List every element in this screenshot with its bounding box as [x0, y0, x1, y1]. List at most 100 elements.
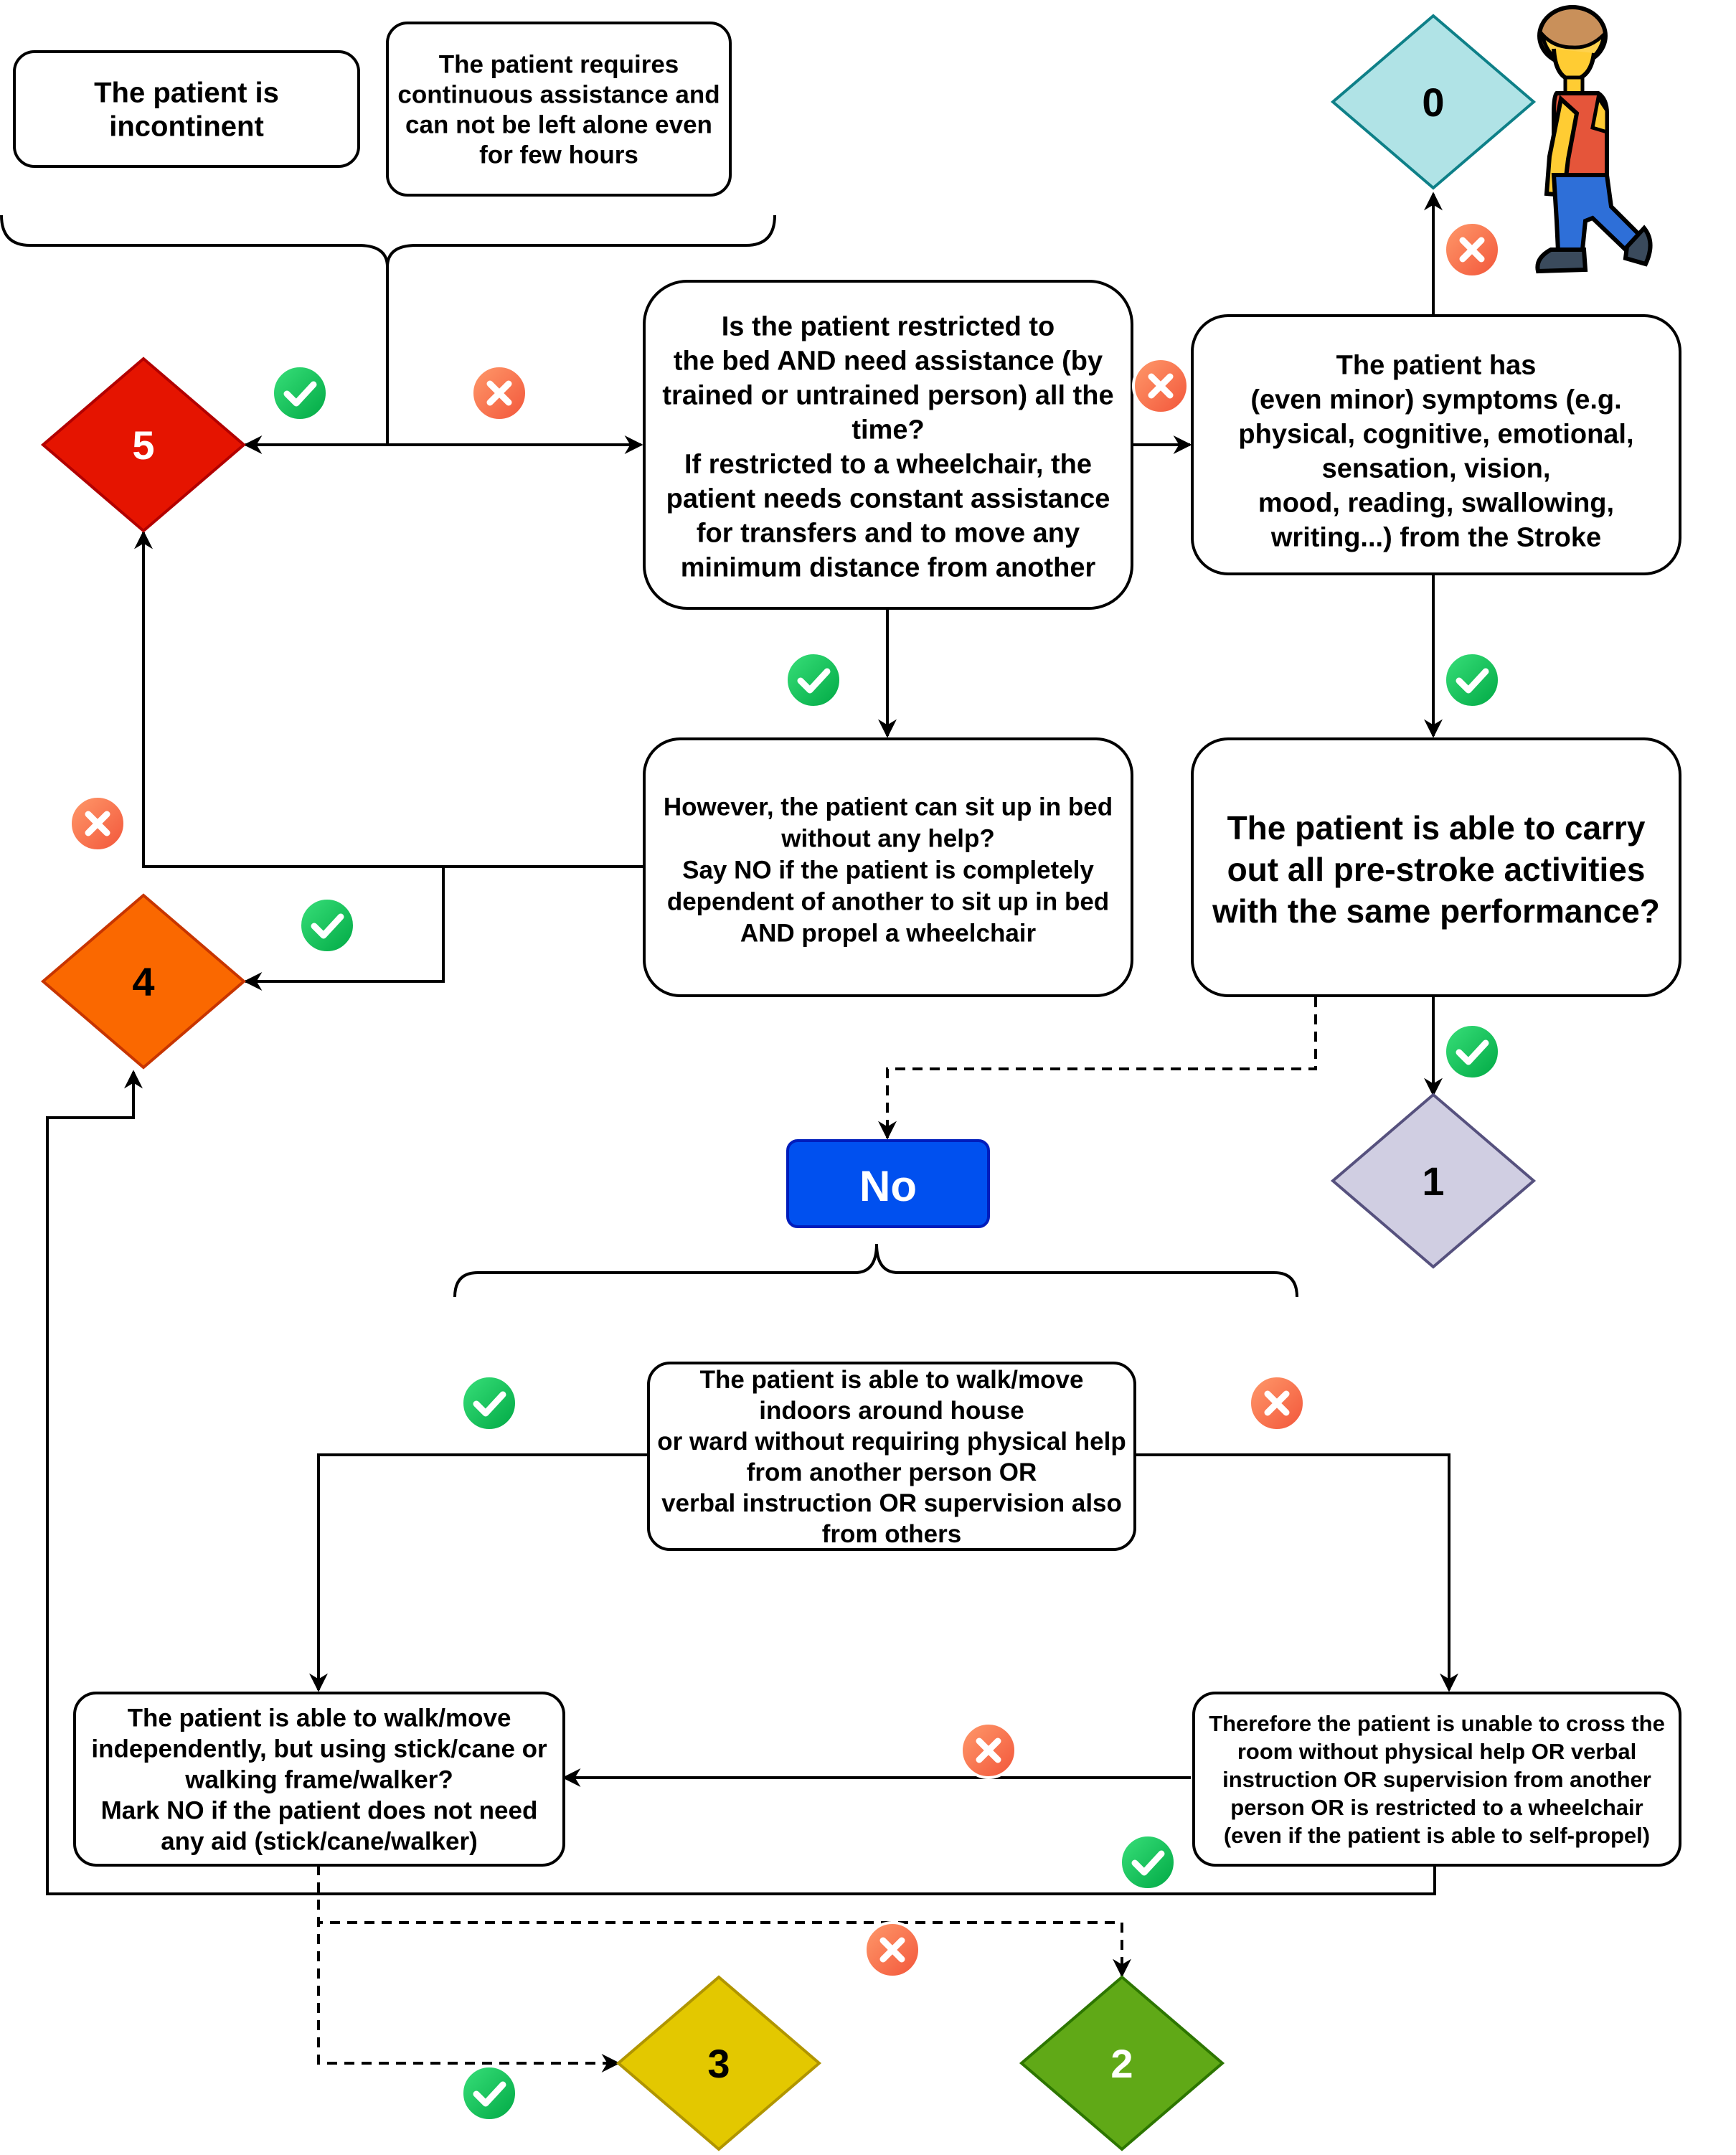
arrow-aid-to-score-2 — [317, 1865, 1131, 1978]
bottom-brace — [453, 1243, 1298, 1298]
box-line: independently, but using stick/cane or — [91, 1735, 547, 1763]
box-line: If restricted to a wheelchair, the — [684, 449, 1092, 479]
restricted-to-bed-text: Is the patient restricted to the bed AND … — [662, 311, 1113, 583]
box-line: out all pre-stroke activities — [1227, 851, 1646, 888]
box-line: from others — [822, 1520, 961, 1548]
score-5-diamond: 5 — [40, 357, 247, 533]
check-circle-icon — [1119, 1834, 1176, 1891]
check-circle-icon — [271, 364, 329, 422]
box-line: with the same performance? — [1212, 892, 1660, 930]
box-line: (even if the patient is able to self-pro… — [1224, 1823, 1650, 1848]
check-circle-icon — [1443, 651, 1501, 709]
score-2-label: 2 — [1110, 2041, 1133, 2086]
score-0-shape — [1330, 14, 1537, 190]
box-line: incontinent — [109, 111, 264, 143]
unable-cross-text: Therefore the patient is unable to cross… — [1209, 1711, 1665, 1848]
score-5-label: 5 — [132, 423, 154, 468]
score-4-shape — [40, 893, 247, 1070]
arrow-walk-to-unable — [1133, 1453, 1458, 1692]
box-line: for few hours — [479, 141, 638, 169]
score-2-shape — [1019, 1975, 1225, 2151]
box-line: or ward without requiring physical help — [657, 1428, 1126, 1456]
box-line: verbal instruction OR supervision also — [661, 1489, 1122, 1517]
x-circle-icon — [69, 795, 126, 852]
box-line: Say NO if the patient is completely — [682, 856, 1094, 884]
minor-symptoms-text: The patient has (even minor) symptoms (e.… — [1238, 350, 1633, 552]
walk-aid-box: The patient is able to walk/move independ… — [73, 1692, 565, 1867]
box-line: without any help? — [780, 824, 994, 852]
x-circle-icon — [864, 1921, 921, 1979]
box-line: minimum distance from another — [681, 552, 1096, 583]
check-circle-icon — [785, 651, 842, 709]
box-line: for transfers and to move any — [697, 518, 1080, 548]
box-line: AND propel a wheelchair — [740, 919, 1037, 947]
box-line: Is the patient restricted to — [722, 311, 1055, 341]
top-brace — [0, 214, 776, 268]
box-line: time? — [852, 415, 924, 445]
box-line: sensation, vision, — [1322, 453, 1551, 484]
check-circle-icon — [461, 2065, 518, 2122]
score-3-diamond: 3 — [615, 1975, 822, 2151]
x-circle-icon — [1443, 221, 1501, 278]
box-line: walking frame/walker? — [184, 1765, 453, 1793]
check-circle-icon — [1443, 1023, 1501, 1080]
box-line: continuous assistance and — [397, 80, 720, 108]
check-circle-icon — [298, 897, 356, 954]
no-button: No — [786, 1139, 990, 1228]
score-1-shape — [1330, 1093, 1537, 1269]
decision-icons — [69, 221, 1501, 2122]
box-line: writing...) from the Stroke — [1270, 522, 1601, 552]
arrow-aid-to-score-3 — [317, 1865, 621, 2073]
score-0-diamond: 0 — [1330, 14, 1537, 190]
sit-up-box: However, the patient can sit up in bed wi… — [643, 737, 1133, 997]
arrow-unable-to-score-4 — [46, 1070, 1436, 1895]
box-line: The patient is able to carry — [1227, 809, 1646, 847]
score-3-shape — [615, 1975, 822, 2151]
walk-aid-text: The patient is able to walk/move independ… — [91, 1704, 547, 1855]
box-line: The patient is — [94, 77, 279, 109]
pre-stroke-box: The patient is able to carry out all pre-… — [1191, 737, 1681, 997]
score-4-label: 4 — [132, 959, 154, 1004]
box-line: the bed AND need assistance (by — [674, 346, 1103, 376]
box-line: The patient is able to walk/move — [128, 1704, 511, 1732]
box-line: Mark NO if the patient does not need — [101, 1796, 538, 1824]
box-line: trained or untrained person) all the — [662, 380, 1113, 410]
box-line: The patient has — [1336, 350, 1537, 380]
no-label: No — [859, 1162, 917, 1210]
arrow-prestroke-to-no — [878, 997, 1317, 1140]
box-line: person OR is restricted to a wheelchair — [1230, 1795, 1643, 1820]
box-line: instruction OR supervision from another — [1222, 1767, 1651, 1792]
x-circle-icon — [960, 1722, 1017, 1779]
box-line: patient needs constant assistance — [666, 484, 1110, 514]
connectors — [0, 192, 1458, 2073]
x-circle-icon — [471, 364, 528, 422]
arrow-situp-to-score-5 — [134, 530, 643, 868]
box-line: any aid (stick/cane/walker) — [161, 1827, 478, 1855]
box-line: However, the patient can sit up in bed — [664, 793, 1113, 821]
box-line: room without physical help OR verbal — [1237, 1739, 1636, 1764]
box-line: The patient requires — [439, 50, 679, 78]
box-line: indoors around house — [759, 1397, 1024, 1425]
box-line: dependent of another to sit up in bed — [667, 887, 1109, 915]
unable-cross-box: Therefore the patient is unable to cross… — [1192, 1692, 1681, 1867]
minor-symptoms-box: The patient has (even minor) symptoms (e.… — [1191, 314, 1681, 575]
x-circle-icon — [1132, 357, 1189, 415]
arrow-walk-to-aid — [309, 1453, 647, 1692]
box-line: (even minor) symptoms (e.g. — [1250, 385, 1621, 415]
score-4-diamond: 4 — [40, 893, 247, 1070]
score-1-label: 1 — [1422, 1159, 1444, 1204]
x-circle-icon — [1248, 1374, 1306, 1432]
sit-up-text: However, the patient can sit up in bed wi… — [664, 793, 1113, 947]
pre-stroke-text: The patient is able to carry out all pre-… — [1212, 809, 1660, 930]
box-line: physical, cognitive, emotional, — [1238, 419, 1633, 449]
walking-person-icon — [1535, 5, 1653, 274]
box-line: can not be left alone even — [405, 110, 712, 138]
score-1-diamond: 1 — [1330, 1093, 1537, 1269]
box-line: Therefore the patient is unable to cross… — [1209, 1711, 1665, 1736]
score-5-shape — [40, 357, 247, 533]
